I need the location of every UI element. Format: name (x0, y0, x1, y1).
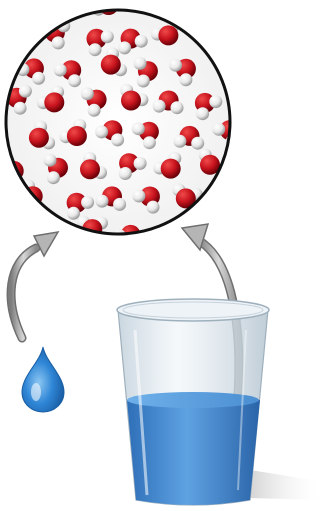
hydrogen-atom (143, 136, 156, 149)
hydrogen-atom (19, 85, 32, 98)
hydrogen-atom (101, 30, 114, 43)
hydrogen-atom (4, 175, 17, 188)
hydrogen-atom (118, 41, 131, 54)
hydrogen-atom (153, 100, 166, 113)
hydrogen-atom (209, 95, 222, 108)
hydrogen-atom (18, 197, 31, 210)
hydrogen-atom (67, 207, 80, 220)
hydrogen-atom (47, 171, 60, 184)
hydrogen-atom (113, 198, 126, 211)
hydrogen-atom (113, 229, 126, 242)
water-drop-icon (22, 347, 64, 412)
oxygen-atom (158, 25, 178, 45)
oxygen-atom (121, 91, 141, 111)
hydrogen-atom (14, 102, 27, 115)
hydrogen-atom (128, 239, 141, 252)
hydrogen-atom (81, 196, 94, 209)
curved-arrow-icon (11, 232, 58, 338)
water-surface (127, 392, 259, 408)
hydrogen-atom (88, 104, 101, 117)
hydrogen-atom (68, 74, 81, 87)
oxygen-atom (161, 159, 181, 179)
hydrogen-atom (171, 101, 184, 114)
hydrogen-atom (95, 125, 108, 138)
hydrogen-atom (89, 43, 102, 56)
hydrogen-atom (147, 201, 160, 214)
hydrogen-atom (134, 57, 147, 70)
oxygen-atom (44, 92, 64, 112)
hydrogen-atom (119, 167, 132, 180)
oxygen-atom (67, 126, 87, 146)
hydrogen-atom (132, 190, 145, 203)
hydrogen-atom (81, 87, 94, 100)
hydrogen-atom (52, 36, 65, 49)
oxygen-atom (29, 128, 49, 148)
hydrogen-atom (134, 157, 147, 170)
hydrogen-atom (32, 72, 45, 85)
hydrogen-atom (196, 107, 209, 120)
hydrogen-atom (96, 195, 109, 208)
hydrogen-atom (169, 59, 182, 72)
magnifier-lens (0, 0, 240, 251)
glass-of-water-icon (117, 299, 269, 505)
hydrogen-atom (173, 135, 186, 148)
hydrogen-atom (44, 154, 57, 167)
hydrogen-atom (54, 64, 67, 77)
hydrogen-atom (191, 137, 204, 150)
hydrogen-atom (0, 158, 12, 171)
hydrogen-atom (102, 0, 115, 1)
hydrogen-atom (179, 73, 192, 86)
hydrogen-atom (111, 133, 124, 146)
oxygen-atom (80, 159, 100, 179)
hydrogen-atom (137, 75, 150, 88)
oxygen-atom (101, 55, 121, 75)
hydrogen-atom (212, 123, 225, 136)
hydrogen-atom (132, 122, 145, 135)
hydrogen-atom (135, 35, 148, 48)
glass-shadow (250, 470, 325, 500)
